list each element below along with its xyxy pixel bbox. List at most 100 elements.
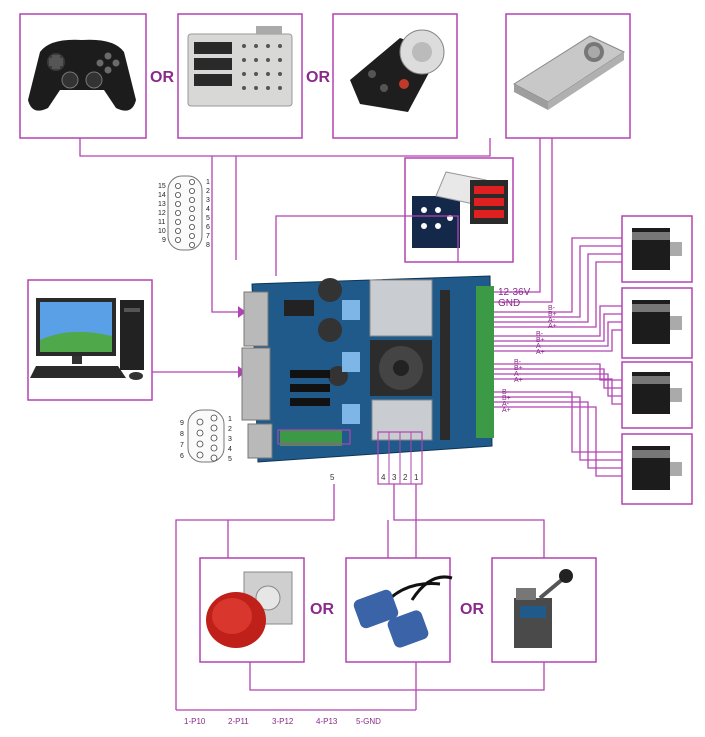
svg-text:A-: A- (514, 371, 522, 378)
or-label-3: OR (310, 601, 334, 618)
wire-power-positive (494, 138, 541, 293)
wire-inputs-bus (79, 138, 491, 157)
svg-text:2-P11: 2-P11 (228, 717, 249, 726)
proximity-sensor-icon (353, 575, 453, 648)
stepper-motor-1 (621, 215, 693, 283)
svg-text:A+: A+ (502, 407, 511, 414)
svg-text:7: 7 (206, 233, 210, 240)
chip (290, 384, 330, 392)
svg-text:1: 1 (414, 473, 419, 482)
svg-text:3: 3 (392, 473, 397, 482)
svg-text:6: 6 (206, 224, 210, 231)
svg-text:9: 9 (162, 237, 166, 244)
svg-text:14: 14 (158, 192, 166, 199)
svg-text:5: 5 (330, 473, 335, 482)
wire-limit-bus (393, 484, 545, 558)
dip-switch (342, 300, 360, 320)
control-pendant-icon (187, 26, 293, 107)
svg-text:5: 5 (206, 215, 210, 222)
db15-pinout: 15 14 13 12 11 10 9 1 2 3 4 5 6 7 8 (158, 175, 210, 251)
handwheel-icon (350, 29, 445, 112)
emergency-stop-icon (206, 571, 293, 648)
bottom-pin-legend: 1-P10 2-P11 3-P12 4-P13 5-GND (184, 717, 381, 726)
svg-text:2: 2 (206, 188, 210, 195)
or-label-2: OR (306, 69, 330, 86)
limit-pin-boxes: 5 4 3 2 1 (277, 429, 423, 485)
relay-block (284, 300, 314, 316)
computer-box (27, 279, 153, 401)
motor-pin-labels: B- B+ A- A+ B- B+ A- A+ B- B+ A- A+ B- B… (502, 305, 557, 414)
svg-text:9: 9 (180, 420, 184, 427)
stepper-motor-icon (632, 446, 682, 490)
voltage-label: 12-36V (498, 287, 531, 298)
limit-switch-icon (514, 569, 573, 648)
power-supply-icon (513, 35, 626, 110)
display-module-box (404, 157, 514, 263)
gamepad-box (19, 13, 147, 139)
controller-board (241, 275, 494, 463)
db9-pinout: 9 8 7 6 1 2 3 4 5 (180, 409, 232, 463)
limit-terminal-block (280, 430, 342, 446)
wire-db15-input (211, 156, 238, 313)
svg-text:B+: B+ (548, 311, 557, 318)
stepper-motor-icon (632, 300, 682, 344)
gamepad-icon (28, 39, 136, 111)
power-supply-box (505, 13, 631, 139)
svg-text:B-: B- (514, 359, 522, 366)
svg-text:2: 2 (228, 426, 232, 433)
svg-text:A+: A+ (536, 349, 545, 356)
capacitor (318, 318, 342, 342)
stepper-motor-icon (632, 228, 682, 270)
svg-text:1-P10: 1-P10 (184, 717, 206, 726)
svg-text:B+: B+ (514, 365, 523, 372)
svg-text:3: 3 (228, 436, 232, 443)
wire-limit-gnd (175, 484, 335, 710)
svg-text:12: 12 (158, 210, 166, 217)
db15-connector (243, 291, 269, 347)
driver-chips (440, 290, 450, 440)
emergency-stop-box (199, 557, 305, 663)
handwheel-box (332, 13, 458, 139)
svg-text:11: 11 (158, 219, 165, 226)
display-module-icon (412, 171, 508, 248)
svg-text:2: 2 (403, 473, 408, 482)
dip-switch (342, 404, 360, 424)
heatsink-bottom (371, 399, 433, 441)
arrow-db15 (238, 306, 246, 318)
or-label-1: OR (150, 69, 174, 86)
svg-text:4: 4 (381, 473, 386, 482)
svg-text:6: 6 (180, 453, 184, 460)
chip (290, 398, 330, 406)
wire-display (275, 215, 459, 276)
or-label-4: OR (460, 601, 484, 618)
svg-text:A-: A- (548, 317, 556, 324)
svg-text:A+: A+ (514, 377, 523, 384)
stepper-motor-3 (621, 361, 693, 429)
svg-text:15: 15 (158, 183, 166, 190)
stepper-motor-icon (632, 372, 682, 414)
svg-text:B+: B+ (536, 337, 545, 344)
ground-label: GND (498, 298, 520, 309)
svg-text:A-: A- (536, 343, 544, 350)
pendant-box (177, 13, 303, 139)
wire-limit-return (249, 662, 545, 691)
wire-power-ground (494, 138, 553, 303)
svg-text:8: 8 (206, 242, 210, 249)
svg-text:4: 4 (228, 446, 232, 453)
svg-text:3-P12: 3-P12 (272, 717, 294, 726)
svg-text:3: 3 (206, 197, 210, 204)
svg-text:7: 7 (180, 442, 184, 449)
svg-text:8: 8 (180, 431, 184, 438)
svg-text:A-: A- (502, 401, 510, 408)
svg-text:B-: B- (548, 305, 556, 312)
stepper-motor-2 (621, 287, 693, 359)
svg-text:4: 4 (206, 206, 210, 213)
svg-text:B-: B- (502, 389, 510, 396)
svg-text:4-P13: 4-P13 (316, 717, 338, 726)
svg-text:5-GND: 5-GND (356, 717, 381, 726)
stepper-motor-4 (621, 433, 693, 505)
lpt-connector (241, 347, 271, 421)
svg-text:13: 13 (158, 201, 166, 208)
svg-text:B+: B+ (502, 395, 511, 402)
terminal-block (476, 286, 494, 438)
